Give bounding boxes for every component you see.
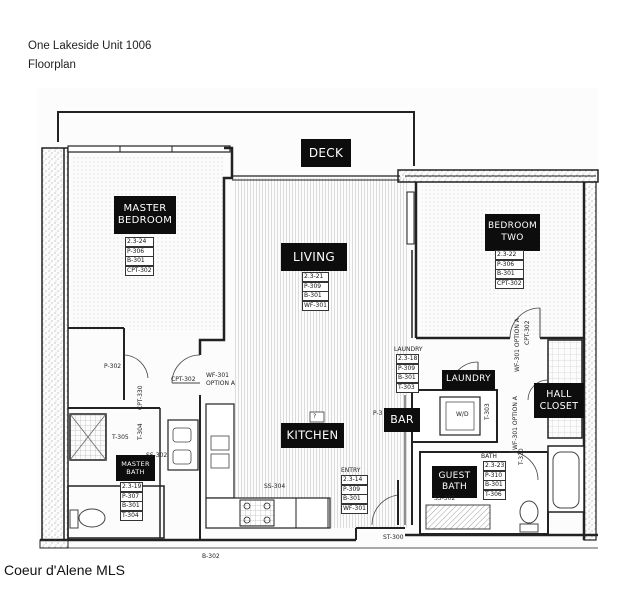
question-mark-label: ? — [313, 413, 317, 420]
t320-vertical-label: T-320 — [518, 448, 525, 465]
finish-codes-guest-bath: 2.3-23 P-310 B-301 T-306 — [483, 461, 507, 500]
option-a-label: OPTION A — [206, 380, 235, 387]
bedroom-two-line1: BEDROOM — [487, 221, 538, 232]
finish-codes-entry: 2.3-14 P-309 B-301 WF-301 — [341, 475, 369, 514]
master-bedroom-line1: MASTER — [123, 202, 167, 214]
st300-label: ST-300 — [383, 534, 404, 541]
ss304-label: SS-304 — [264, 483, 286, 490]
guest-bath-line1: GUEST — [438, 470, 471, 481]
code-row: CPT-302 — [125, 265, 154, 276]
cpt330-vertical-label: CPT-330 — [137, 385, 144, 410]
room-label-bar: BAR — [384, 408, 420, 432]
wf301-vertical-label-2: WF-301 OPTION A — [512, 396, 519, 450]
entry-label: ENTRY — [341, 467, 361, 474]
code-row: CPT-302 — [495, 278, 524, 289]
code-row: T-306 — [483, 489, 507, 500]
cpt302-vertical-label: CPT-302 — [524, 320, 531, 345]
laundry-small-label: LAUNDRY — [394, 346, 423, 353]
guest-bath-line2: BATH — [441, 482, 468, 492]
wf301-label: WF-301 — [206, 372, 230, 379]
p3-label: P-3 — [373, 410, 383, 417]
master-bath-line1: MASTER — [121, 459, 150, 468]
room-label-laundry: LAUNDRY — [442, 370, 495, 390]
p302-label: P-302 — [104, 363, 122, 370]
t303-vertical-label: T-303 — [484, 403, 491, 420]
master-bath-line2: BATH — [126, 468, 145, 476]
finish-codes-living: 2.3-21 P-309 B-301 WF-301 — [302, 272, 330, 311]
ss302b-label: SS-302 — [434, 495, 456, 502]
finish-codes-master-bedroom: 2.3-24 P-306 B-301 CPT-302 — [125, 237, 154, 276]
code-row: T-303 — [396, 382, 420, 393]
wf301-vertical-label: WF-301 OPTION A — [514, 318, 521, 372]
room-label-living: LIVING — [281, 243, 347, 271]
bath-small-label: BATH — [481, 453, 497, 460]
code-row: WF-301 — [341, 503, 369, 514]
wd-label: W/D — [456, 411, 469, 418]
hall-closet-line1: HALL — [546, 388, 572, 400]
master-bedroom-line2: BEDROOM — [117, 215, 173, 226]
page-subtitle: Floorplan — [28, 59, 76, 71]
code-row: T-304 — [120, 510, 144, 521]
room-label-kitchen: KITCHEN — [281, 423, 344, 448]
watermark: Coeur d'Alene MLS — [4, 562, 125, 578]
t305-label: T-305 — [112, 434, 129, 441]
finish-codes-laundry: 2.3-18 P-309 B-301 T-303 — [396, 354, 420, 393]
code-row: WF-301 — [302, 300, 330, 311]
cpt302-label: CPT-302 — [171, 376, 196, 383]
finish-codes-bedroom-two: 2.3-22 P-306 B-301 CPT-302 — [495, 250, 524, 289]
page-title: One Lakeside Unit 1006 — [28, 40, 152, 52]
ss302-label: SS-302 — [146, 452, 168, 459]
t304-vertical-label: T-304 — [137, 423, 144, 440]
b302-label: B-302 — [202, 553, 220, 560]
bedroom-two-line2: TWO — [501, 232, 524, 243]
room-label-deck: DECK — [301, 139, 351, 167]
hall-closet-line2: CLOSET — [539, 400, 579, 412]
finish-codes-master-bath: 2.3-19 P-307 B-301 T-304 — [120, 482, 144, 521]
